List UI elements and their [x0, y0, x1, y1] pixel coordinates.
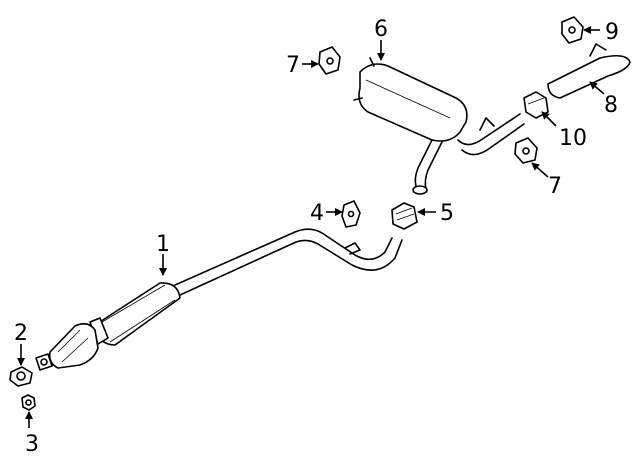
hanger-insulator-part-9: [561, 16, 584, 44]
callout-4: 4: [310, 201, 324, 226]
front-pipe-assembly: [35, 228, 403, 371]
muffler-assembly: [353, 57, 525, 195]
callout-7-lower: 7: [548, 174, 562, 199]
leader-10: [541, 111, 557, 127]
callout-2: 2: [14, 321, 28, 346]
nut-part: [21, 394, 36, 411]
callout-3: 3: [25, 432, 39, 457]
hanger-insulator-part-7-lower: [514, 137, 538, 164]
leader-lines: [17, 26, 605, 428]
callout-8: 8: [604, 93, 618, 118]
callout-7-upper: 7: [286, 53, 300, 78]
leader-8: [589, 81, 605, 95]
gasket-part: [9, 366, 33, 387]
clamp-part-5: [391, 202, 418, 230]
hanger-insulator-part-4: [341, 200, 361, 228]
callout-10: 10: [559, 126, 587, 151]
callout-9: 9: [605, 20, 619, 45]
callout-6: 6: [374, 17, 388, 42]
callout-labels: 1 2 3 4 5 6 7 7 8 9 10: [14, 17, 619, 457]
callout-1: 1: [156, 232, 170, 257]
leader-7b: [531, 162, 549, 178]
hanger-insulator-part-7-upper: [318, 46, 341, 75]
callout-5: 5: [440, 201, 454, 226]
extension-pipe-part-8: [547, 43, 631, 99]
